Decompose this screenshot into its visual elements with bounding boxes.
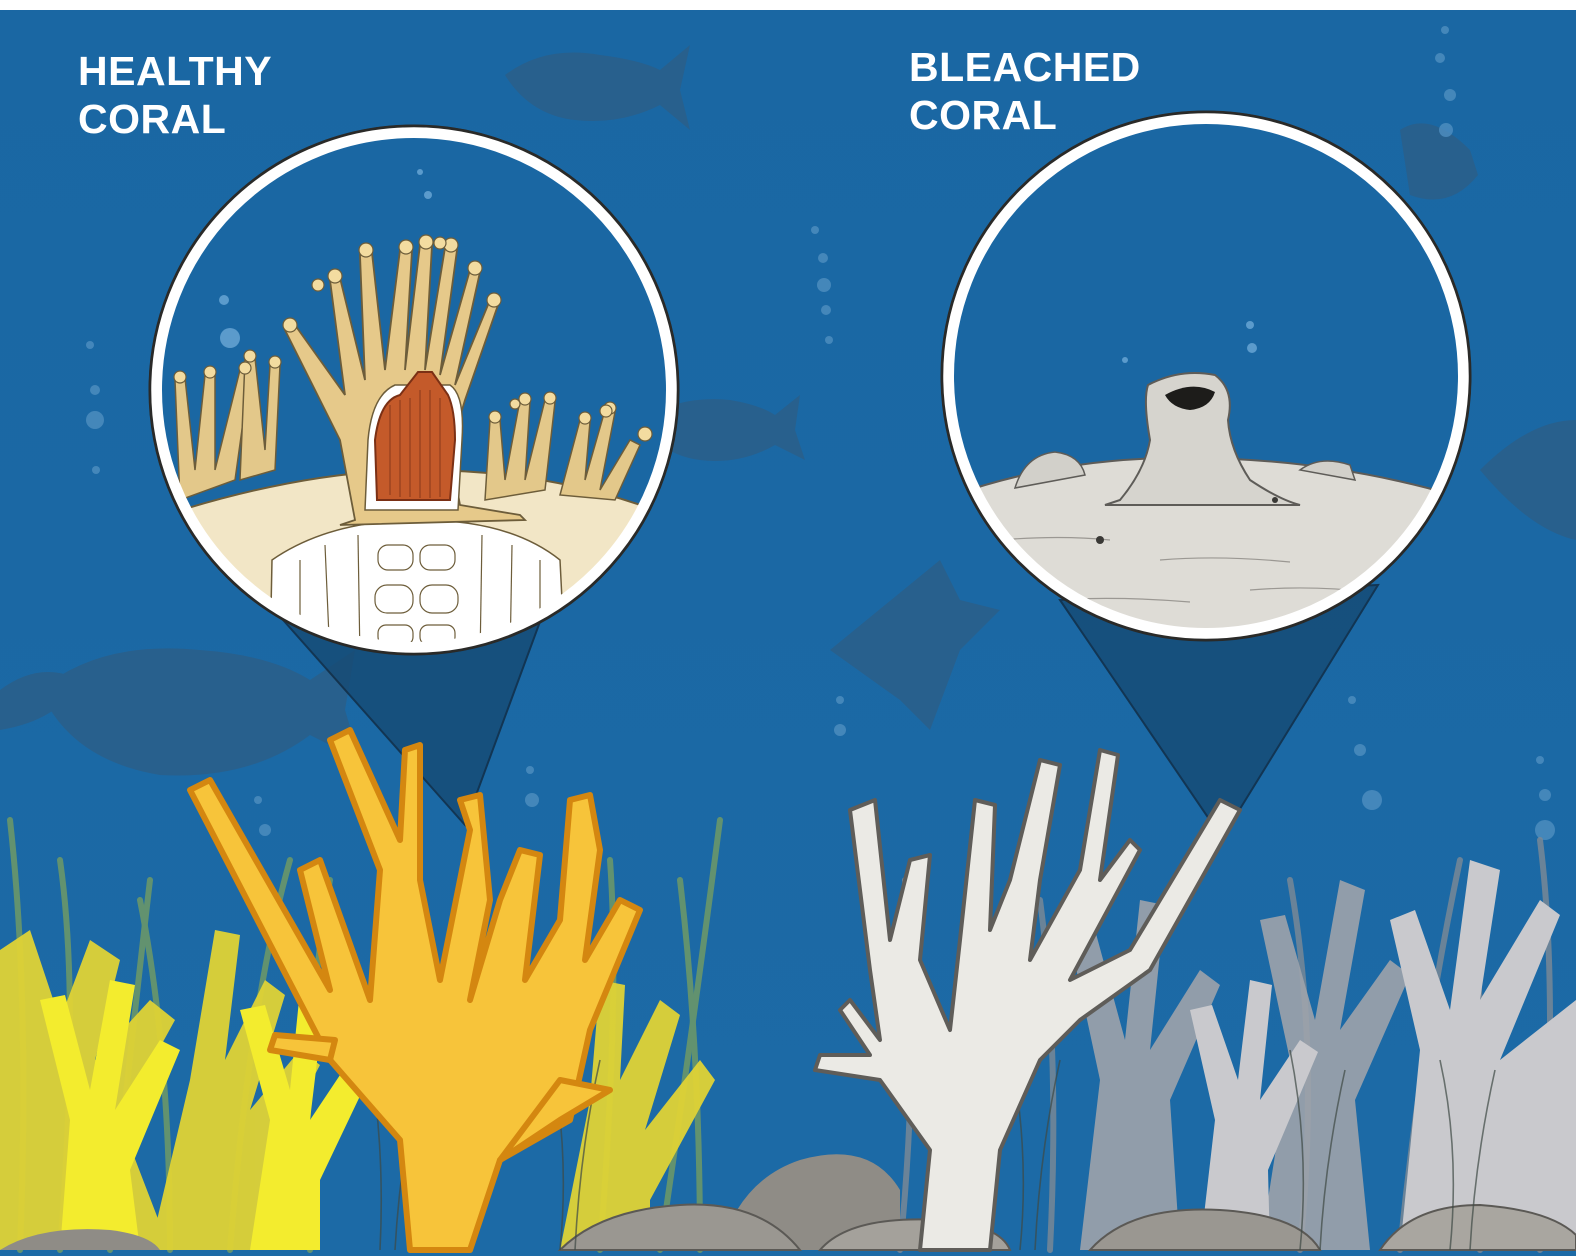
top-white-strip <box>0 0 1576 10</box>
bubble-icon <box>86 411 104 429</box>
bubble-icon <box>254 796 262 804</box>
healthy-coral-label: HEALTHY CORAL <box>78 47 272 143</box>
bubble-icon <box>818 253 828 263</box>
healthy-label-line1: HEALTHY <box>78 47 272 95</box>
bleached-coral-label: BLEACHED CORAL <box>909 43 1141 139</box>
bubble-icon <box>1439 123 1453 137</box>
bubble-icon <box>1535 820 1555 840</box>
bubble-icon <box>220 328 240 348</box>
bubble-icon <box>836 696 844 704</box>
bubble-icon <box>1122 357 1128 363</box>
bubble-icon <box>1441 26 1449 34</box>
bubble-icon <box>1539 789 1551 801</box>
bubble-icon <box>811 226 819 234</box>
bubble-icon <box>92 466 100 474</box>
bubble-icon <box>1246 321 1254 329</box>
bubble-icon <box>1362 790 1382 810</box>
bubble-icon <box>417 169 423 175</box>
bubble-icon <box>86 341 94 349</box>
bubble-icon <box>834 724 846 736</box>
bubble-icon <box>525 793 539 807</box>
healthy-label-line2: CORAL <box>78 95 272 143</box>
bleached-label-line1: BLEACHED <box>909 43 1141 91</box>
bubble-icon <box>526 766 534 774</box>
bubble-icon <box>259 824 271 836</box>
bubble-icon <box>1354 744 1366 756</box>
bubble-icon <box>90 385 100 395</box>
bubble-icon <box>1247 343 1257 353</box>
bubble-icon <box>817 278 831 292</box>
bubble-icon <box>1536 756 1544 764</box>
bubble-icon <box>825 336 833 344</box>
bleached-label-line2: CORAL <box>909 91 1141 139</box>
bubble-icon <box>1444 89 1456 101</box>
bubble-icon <box>1435 53 1445 63</box>
bubble-icon <box>219 295 229 305</box>
bubble-icon <box>424 191 432 199</box>
bubble-icon <box>1348 696 1356 704</box>
bubble-icon <box>821 305 831 315</box>
